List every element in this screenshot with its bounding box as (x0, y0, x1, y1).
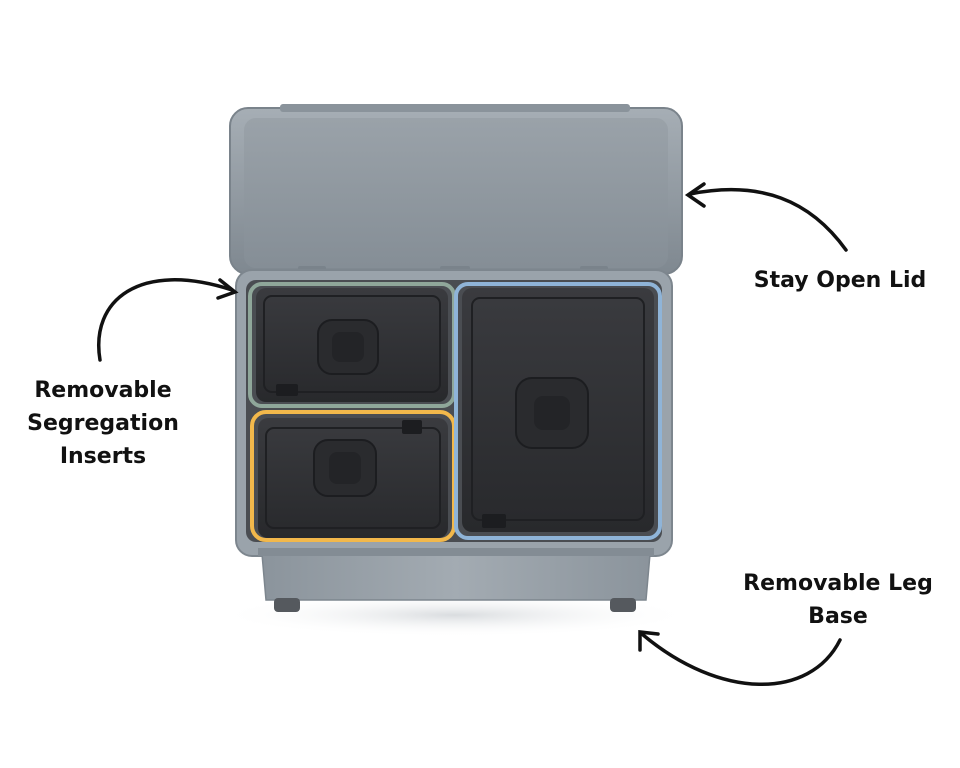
label-line: Segregation (27, 411, 179, 436)
leg-base (274, 598, 636, 612)
arrow-to-inserts (97, 278, 239, 362)
label-line: Removable (34, 378, 172, 403)
arrow-to-leg-base (638, 630, 842, 686)
insert-yellow (250, 410, 456, 542)
label-removable-leg-base: Removable Leg Base (732, 567, 944, 633)
label-stay-open-lid: Stay Open Lid (740, 264, 940, 297)
label-line: Inserts (59, 444, 147, 469)
bin-lid (229, 104, 683, 275)
insert-green (248, 282, 456, 408)
floor-shadow (215, 593, 695, 637)
insert-blue (454, 282, 662, 540)
label-line: Removable Leg (743, 571, 933, 596)
label-line: Stay Open Lid (753, 268, 927, 293)
arrow-to-lid (684, 182, 848, 252)
label-removable-segregation-inserts: Removable Segregation Inserts (18, 374, 188, 473)
label-line: Base (808, 604, 868, 629)
